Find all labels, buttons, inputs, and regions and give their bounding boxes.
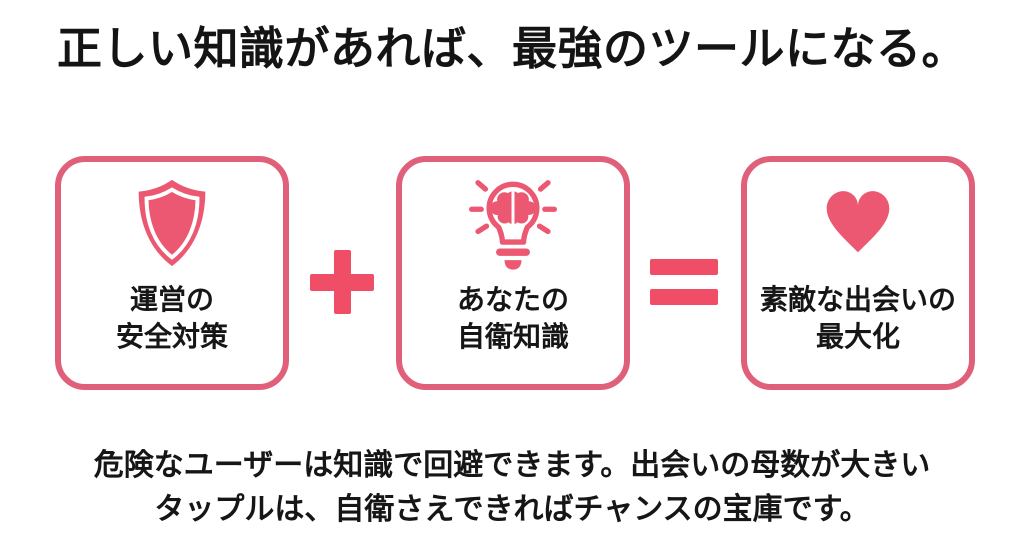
card-operator-safety: 運営の 安全対策: [55, 156, 289, 390]
heart-icon: [815, 166, 901, 280]
card-label: 素敵な出会いの 最大化: [760, 282, 956, 356]
footer-line1: 危険なユーザーは知識で回避できます。出会いの母数が大きい: [93, 448, 931, 483]
footer-line2: タップルは、自衛さえできればチャンスの宝庫です。: [154, 492, 870, 528]
card-label: あなたの 自衛知識: [457, 282, 569, 356]
footer-text: 危険なユーザーは知識で回避できます。出会いの母数が大きい タップルは、自衛さえで…: [0, 444, 1024, 532]
plus-operator-icon: [310, 250, 374, 314]
card-maximize-encounters: 素敵な出会いの 最大化: [741, 156, 975, 390]
shield-icon: [123, 166, 221, 280]
card-self-defense-knowledge: あなたの 自衛知識: [396, 156, 630, 390]
card-label-line1: 運営の: [129, 283, 214, 316]
page-title: 正しい知識があれば、最強のツールになる。: [56, 22, 967, 75]
card-label-line2: 最大化: [815, 319, 900, 353]
card-label-line1: 素敵な出会いの: [759, 283, 956, 316]
brain-bulb-icon: [460, 166, 566, 280]
equals-operator-icon: [650, 259, 718, 305]
card-label-line2: 安全対策: [115, 319, 228, 353]
card-label: 運営の 安全対策: [116, 282, 228, 356]
card-label-line2: 自衛知識: [456, 319, 569, 353]
card-label-line1: あなたの: [456, 283, 569, 316]
